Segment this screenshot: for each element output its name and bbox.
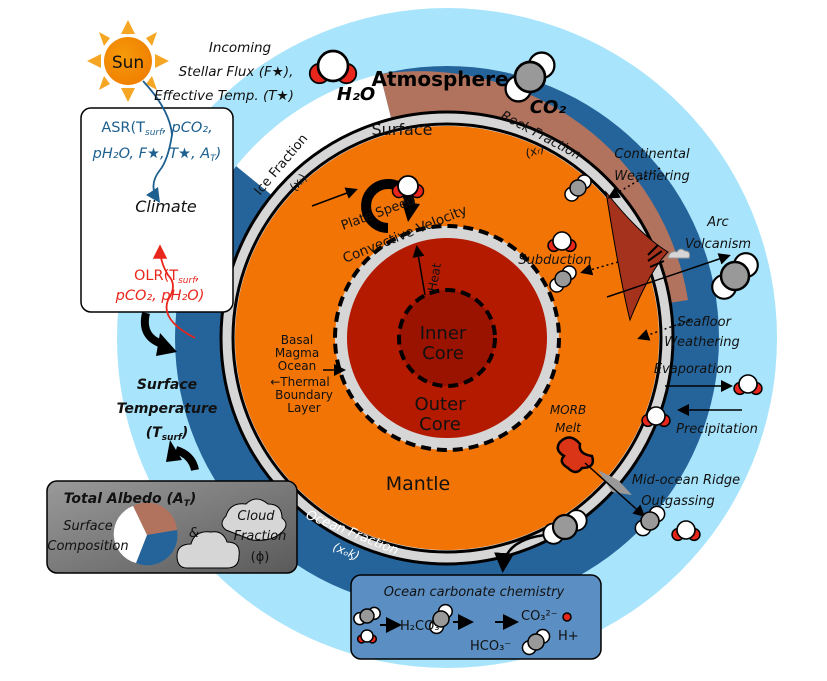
surface-composition-1: Surface <box>63 519 113 534</box>
pie-slice-ocean <box>136 530 178 566</box>
olr-label-1: OLR(Tsurf, <box>134 268 200 286</box>
subduction-label: Subduction <box>518 253 591 268</box>
sun-icon <box>87 20 169 102</box>
h2co3-label: H₂CO₃ <box>400 619 440 634</box>
co2-molecule-icon <box>504 51 556 103</box>
sun-label: Sun <box>112 53 144 73</box>
outer-core-label-2: Core <box>419 414 461 435</box>
hplus-label: H+ <box>558 629 579 644</box>
tbl-label-2: Boundary <box>275 388 333 402</box>
h2o-label: H₂O <box>337 84 375 105</box>
morb-melt-icon <box>556 436 595 474</box>
precipitation-label: Precipitation <box>676 422 758 437</box>
hco3-label: HCO₃⁻ <box>470 639 511 654</box>
co2-label: CO₂ <box>530 97 567 118</box>
asr-label-1: ASR(Tsurf, pCO₂, <box>101 120 212 138</box>
carbonate-water-icon <box>356 629 378 644</box>
weathering-co2-icon <box>564 174 592 202</box>
inner-core-label-2: Core <box>422 343 464 364</box>
morb-label-1: MORB <box>550 403 586 417</box>
carbonate-h2co3-icon <box>429 603 453 635</box>
seafloor-weathering-1: Seafloor <box>677 315 733 330</box>
outer-core-label-1: Outer <box>414 394 466 415</box>
carbonate-co2-icon <box>353 606 381 626</box>
asr-label-2: pH₂O, F★, T★, AT) <box>92 146 222 164</box>
inner-core <box>397 288 497 388</box>
cloud-fraction-3: (ϕ) <box>251 550 270 565</box>
heat-label: Heat <box>425 262 444 293</box>
basal-label-2: Magma <box>275 346 319 360</box>
morb-label-2: Melt <box>555 421 582 435</box>
arc-volcanism-1: Arc <box>706 215 728 230</box>
cloud-fraction-2: Fraction <box>234 529 287 544</box>
atmosphere-label: Atmosphere <box>371 67 508 91</box>
basal-label-1: Basal <box>281 333 314 347</box>
mantle-label: Mantle <box>386 473 451 495</box>
mid-ocean-ridge <box>598 470 632 495</box>
subduction-water-icon <box>547 231 577 253</box>
surface-temp-3: (Tsurf) <box>146 425 188 443</box>
albedo-title: Total Albedo (AT) <box>64 491 197 509</box>
incoming-label-1: Incoming <box>209 40 272 56</box>
rock-fraction-symbol: (xᵣ) <box>523 141 546 161</box>
subduction-co2-icon <box>549 265 577 293</box>
arc-co2-icon <box>711 252 759 300</box>
continental-weathering-2: Weathering <box>614 169 690 184</box>
volcano-vent-icon <box>647 244 665 268</box>
heat-arrow <box>412 245 426 296</box>
arc-volcano <box>605 190 669 322</box>
ridge-outgassing-2: Outgassing <box>641 494 714 509</box>
carbonate-hco3-icon <box>521 628 551 656</box>
arc-volcanism-2: Volcanism <box>685 237 751 252</box>
evaporation-water-icon <box>733 374 763 396</box>
pie-slice-ice <box>113 506 147 563</box>
continental-weathering-1: Continental <box>614 147 690 162</box>
incoming-label-3: Effective Temp. (T★) <box>154 88 294 104</box>
cloud-fraction-1: Cloud <box>237 509 275 524</box>
carbonate-title: Ocean carbonate chemistry <box>384 585 565 600</box>
tbl-label-1: ←Thermal <box>270 375 329 389</box>
subducted-water-icon <box>391 175 425 199</box>
evaporation-label: Evaporation <box>654 362 732 377</box>
climate-label: Climate <box>135 197 197 216</box>
olr-label-2: pCO₂, pH₂O) <box>115 288 205 304</box>
ampersand: & <box>189 526 199 541</box>
ridge-outgassing-1: Mid-ocean Ridge <box>632 473 740 488</box>
co3-label: CO₃²⁻ <box>521 609 558 624</box>
volcano-cloud-icon <box>667 248 690 259</box>
h2o-molecule-icon <box>308 49 358 85</box>
surface-temp-2: Temperature <box>117 401 218 417</box>
ridge-water-icon <box>671 520 701 542</box>
ridge-co2-icon <box>634 505 666 537</box>
climate-box <box>80 107 234 313</box>
tbl-label-3: Layer <box>287 401 321 415</box>
surface-composition-pie <box>113 502 178 566</box>
ocean-co2-icon <box>542 509 588 545</box>
precipitation-water-icon <box>641 406 671 428</box>
surface-composition-2: Composition <box>47 539 128 554</box>
cloud-icon <box>176 498 287 569</box>
seafloor-weathering-2: Weathering <box>664 335 740 350</box>
pie-slice-rock <box>133 502 177 535</box>
surface-label: Surface <box>372 120 433 139</box>
surface-temp-1: Surface <box>137 377 197 393</box>
basal-label-3: Ocean <box>278 359 316 373</box>
incoming-label-2: Stellar Flux (F★), <box>179 64 294 80</box>
inner-core-label-1: Inner <box>420 323 467 344</box>
